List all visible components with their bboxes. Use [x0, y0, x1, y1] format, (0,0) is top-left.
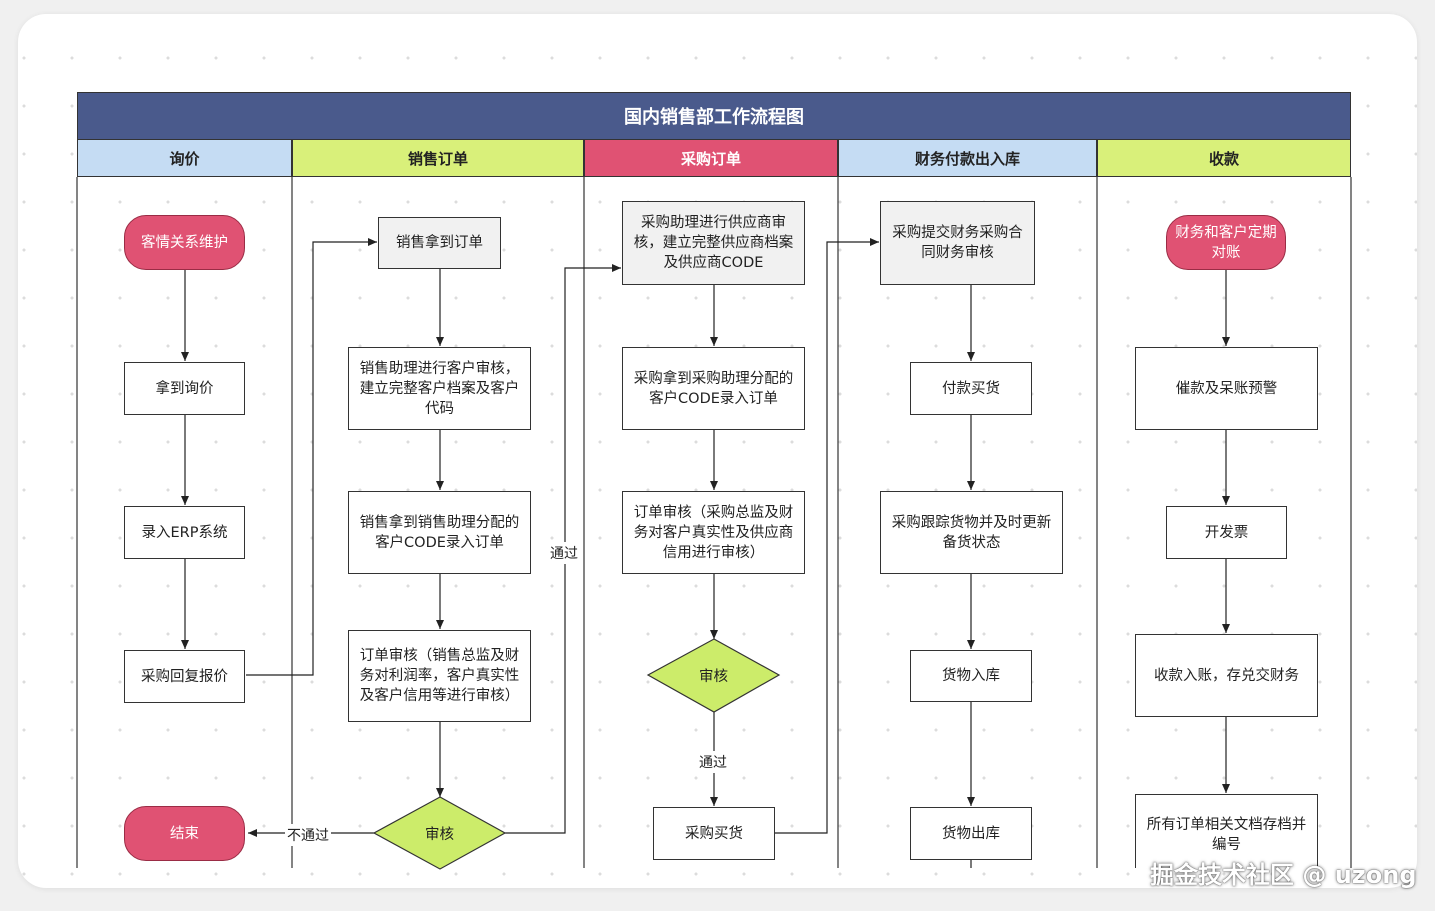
node-collect-archive: 所有订单相关文档存档并编号 — [1135, 794, 1318, 868]
node-purchase-buy: 采购买货 — [653, 807, 775, 860]
purchase-decision-label: 审核 — [699, 669, 728, 685]
lane-dividers — [76, 177, 1352, 868]
node-collect-warn: 催款及呆账预警 — [1135, 347, 1318, 430]
edge-label-pass-purchase: 通过 — [697, 751, 729, 773]
node-finance-track: 采购跟踪货物并及时更新备货状态 — [880, 491, 1063, 574]
edge-buy-to-finance — [775, 238, 879, 834]
node-finance-in: 货物入库 — [910, 650, 1032, 702]
watermark: 掘金技术社区 @ uzong — [1150, 861, 1417, 889]
node-inquiry-get: 拿到询价 — [124, 362, 245, 415]
sales-decision-diamond — [372, 796, 507, 870]
node-purchase-review: 订单审核（采购总监及财务对客户真实性及供应商信用进行审核） — [622, 491, 805, 574]
edge-quote-to-sales — [246, 238, 377, 676]
node-inquiry-erp: 录入ERP系统 — [124, 506, 245, 559]
node-purchase-decision: 审核 — [648, 665, 779, 687]
node-purchase-enter-code: 采购拿到采购助理分配的客户CODE录入订单 — [622, 347, 805, 430]
lane-header-purchase-order: 采购订单 — [584, 140, 838, 177]
edge-label-pass-sales: 通过 — [548, 542, 580, 564]
lane-header-collection: 收款 — [1097, 140, 1351, 177]
node-purchase-assistant: 采购助理进行供应商审核，建立完整供应商档案及供应商CODE — [622, 201, 805, 285]
purchase-decision-diamond — [646, 638, 781, 713]
node-inquiry-end: 结束 — [124, 806, 245, 861]
node-collect-start: 财务和客户定期对账 — [1166, 215, 1286, 270]
node-finance-contract: 采购提交财务采购合同财务审核 — [880, 201, 1035, 285]
node-sales-decision: 审核 — [374, 823, 505, 845]
node-sales-assistant: 销售助理进行客户审核，建立完整客户档案及客户代码 — [348, 347, 531, 430]
node-collect-record: 收款入账，存兑交财务 — [1135, 634, 1318, 717]
node-sales-review: 订单审核（销售总监及财务对利润率，客户真实性及客户信用等进行审核） — [348, 630, 531, 722]
node-inquiry-quote: 采购回复报价 — [124, 650, 245, 703]
lane-header-sales-order: 销售订单 — [292, 140, 584, 177]
lane-header-finance: 财务付款出入库 — [838, 140, 1097, 177]
node-inquiry-start: 客情关系维护 — [124, 215, 245, 270]
node-sales-enter-code: 销售拿到销售助理分配的客户CODE录入订单 — [348, 491, 531, 574]
edge-label-not-pass: 不通过 — [285, 824, 331, 846]
node-finance-out: 货物出库 — [910, 807, 1032, 860]
node-collect-invoice: 开发票 — [1166, 506, 1287, 559]
diagram-title: 国内销售部工作流程图 — [77, 92, 1351, 140]
node-sales-get-order: 销售拿到订单 — [378, 217, 501, 269]
node-finance-pay: 付款买货 — [910, 362, 1032, 415]
sales-decision-label: 审核 — [425, 827, 454, 843]
lane-header-inquiry: 询价 — [77, 140, 292, 177]
